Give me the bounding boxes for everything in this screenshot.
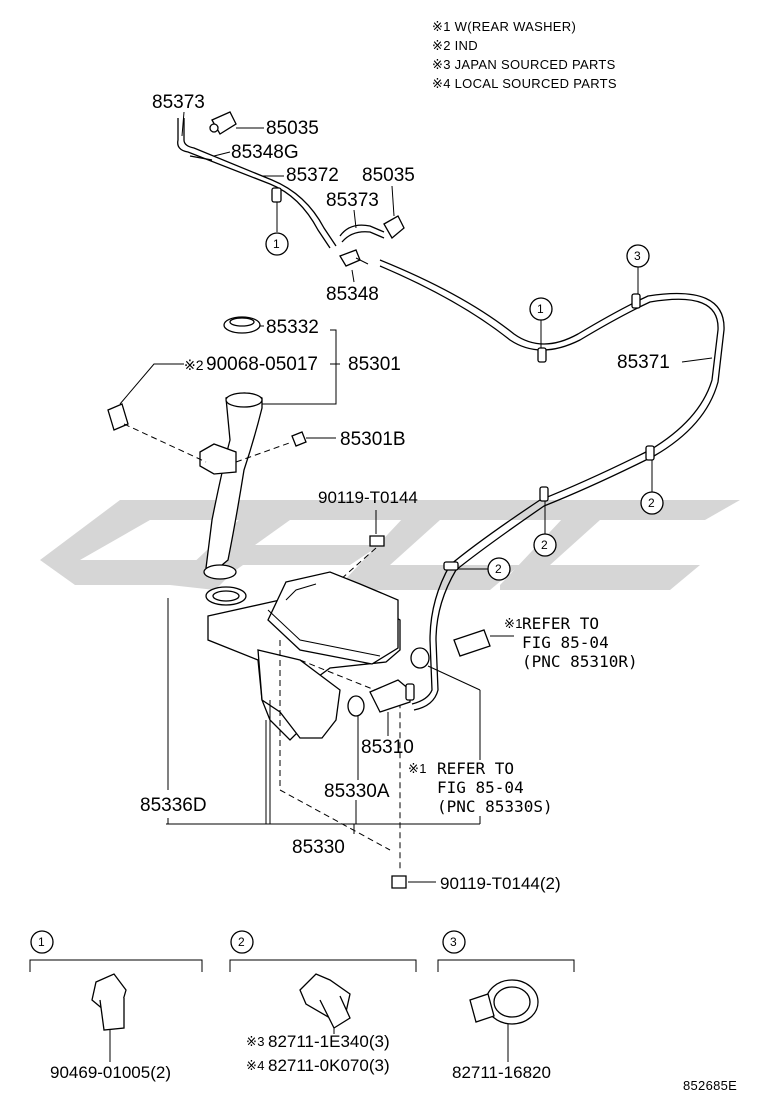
callout-3-hose <box>626 244 650 268</box>
label-85348G: 85348G <box>231 142 299 163</box>
svg-text:REFER TO: REFER TO <box>437 759 514 778</box>
svg-text:FIG 85-04: FIG 85-04 <box>437 778 524 797</box>
svg-text:(PNC 85330S): (PNC 85330S) <box>437 797 553 816</box>
label-90068-05017: 90068-05017 <box>206 354 318 375</box>
label-85035-lower: 85035 <box>362 165 415 186</box>
refer-note-85330S: ※1 REFER TO FIG 85-04 (PNC 85330S) <box>408 759 553 816</box>
label-85310: 85310 <box>361 737 414 758</box>
callout-2-right <box>640 491 664 515</box>
label-85372: 85372 <box>286 165 339 186</box>
washer-tank: 85310 85330A 85336D 85330 90119-T0144(2) <box>140 571 561 893</box>
legend-clip-2: 2 ※3 82711-1E340(3) ※4 82711-0K070(3) <box>229 930 417 1075</box>
svg-text:FIG 85-04: FIG 85-04 <box>522 633 609 652</box>
svg-text:※3: ※3 <box>246 1034 265 1049</box>
watermark-logo <box>40 500 740 590</box>
svg-text:2: 2 <box>238 935 245 949</box>
note-ind: ※2 IND <box>432 38 478 53</box>
figure-id: 852685E <box>683 1078 737 1093</box>
label-85371: 85371 <box>617 352 670 373</box>
legend-part-90469: 90469-01005(2) <box>50 1063 171 1082</box>
label-85373-lower: 85373 <box>326 190 379 211</box>
svg-text:2: 2 <box>648 496 655 510</box>
svg-text:REFER TO: REFER TO <box>522 614 599 633</box>
note-local-sourced: ※4 LOCAL SOURCED PARTS <box>432 76 617 91</box>
label-85332: 85332 <box>266 317 319 338</box>
callout-1-upper <box>265 232 289 256</box>
callout-2-mid <box>533 533 557 557</box>
svg-text:3: 3 <box>450 935 457 949</box>
callout-1-hose <box>529 297 553 321</box>
hose-85371: 85371 1 3 2 2 2 <box>379 244 725 711</box>
svg-text:※1: ※1 <box>504 616 523 631</box>
svg-text:2: 2 <box>541 538 548 552</box>
svg-text:(PNC 85310R): (PNC 85310R) <box>522 652 638 671</box>
label-85330: 85330 <box>292 837 345 858</box>
legend-clamp-3: 3 82711-16820 <box>437 930 575 1082</box>
svg-text:1: 1 <box>537 302 544 316</box>
label-85035-upper: 85035 <box>266 118 319 139</box>
label-85330A: 85330A <box>324 781 390 802</box>
refer-note-85310R: ※1 REFER TO FIG 85-04 (PNC 85310R) <box>504 614 638 671</box>
label-85336D: 85336D <box>140 795 207 816</box>
label-90119-top: 90119-T0144 <box>318 488 418 507</box>
legend-part-82711-16820: 82711-16820 <box>452 1063 551 1082</box>
nozzle-hose-assembly: 85373 85035 85348G 85372 85035 85373 853… <box>152 92 415 305</box>
label-85301: 85301 <box>348 354 401 375</box>
inlet-assembly: 85332 ※2 90068-05017 85301 85301B 90119-… <box>107 316 418 606</box>
svg-text:1: 1 <box>273 237 280 251</box>
callout-2-left <box>487 557 511 581</box>
legend-part-82711-0K070: 82711-0K070(3) <box>268 1056 390 1075</box>
label-85301B: 85301B <box>340 429 406 450</box>
label-85348: 85348 <box>326 284 379 305</box>
legend-clip-1: 1 90469-01005(2) <box>29 930 203 1082</box>
label-85373-upper: 85373 <box>152 92 205 113</box>
notes-block: ※1 W(REAR WASHER) ※2 IND ※3 JAPAN SOURCE… <box>432 19 617 91</box>
svg-text:2: 2 <box>495 562 502 576</box>
label-90068-prefix: ※2 <box>184 357 204 373</box>
note-japan-sourced: ※3 JAPAN SOURCED PARTS <box>432 57 616 72</box>
svg-text:※4: ※4 <box>246 1058 265 1073</box>
note-rear-washer: ※1 W(REAR WASHER) <box>432 19 576 34</box>
svg-text:1: 1 <box>38 935 45 949</box>
legend-part-82711-1E340: 82711-1E340(3) <box>268 1032 390 1051</box>
svg-text:※1: ※1 <box>408 761 427 776</box>
svg-text:3: 3 <box>634 249 641 263</box>
label-90119-bottom: 90119-T0144(2) <box>440 874 561 893</box>
